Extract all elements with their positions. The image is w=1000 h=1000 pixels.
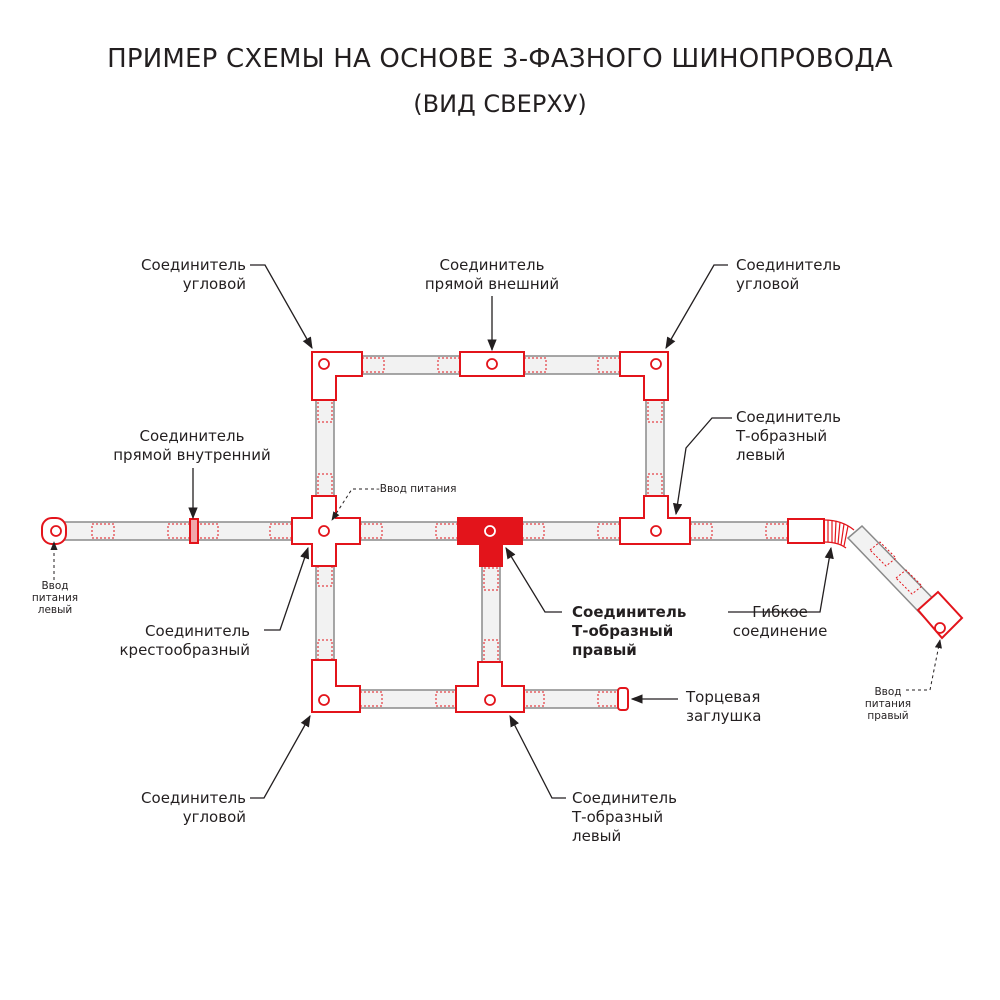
label-line: заглушка: [686, 707, 762, 725]
label-line: Ввод: [41, 580, 69, 592]
label-line: угловой: [182, 275, 246, 293]
label-line: питания: [31, 592, 79, 604]
label-t-left-upper: Соединитель Т-образный левый: [736, 408, 876, 465]
corner-top-left: [311, 351, 363, 401]
connector-screws: [50, 358, 946, 706]
t-right-connector: [457, 517, 523, 567]
flex-start: [787, 518, 825, 544]
label-line: левый: [572, 827, 622, 845]
label-cross: Соединитель крестообразный: [100, 622, 251, 660]
label-corner-bottom-left: Соединитель угловой: [118, 789, 246, 827]
label-line: Соединитель: [736, 408, 841, 426]
label-line: Т-образный: [572, 622, 674, 640]
label-line: правый: [572, 641, 637, 659]
label-corner-top-right: Соединитель угловой: [736, 256, 876, 294]
label-straight-external: Соединитель прямой внешний: [392, 256, 592, 294]
label-line: Торцевая: [686, 688, 761, 706]
label-line: Соединитель: [145, 622, 250, 640]
label-line: Соединитель: [736, 256, 841, 274]
label-line: Гибкое: [752, 603, 808, 621]
label-line: левый: [736, 446, 786, 464]
end-cap: [617, 687, 629, 711]
input-right-end: [916, 590, 964, 640]
label-t-left-lower: Соединитель Т-образный левый: [572, 789, 712, 846]
corner-top-right: [619, 351, 669, 401]
corner-bottom-left: [311, 659, 361, 713]
straight-external: [459, 351, 525, 377]
label-line: Ввод: [874, 686, 902, 698]
label-line: Соединитель: [141, 789, 246, 807]
flexible-joint: [823, 519, 855, 549]
label-power-input-right: Ввод питания правый: [858, 686, 918, 722]
label-line: прямой внутренний: [113, 446, 271, 464]
label-straight-internal: Соединитель прямой внутренний: [92, 427, 292, 465]
label-line: Соединитель: [439, 256, 545, 274]
label-line: прямой внешний: [424, 275, 560, 293]
label-line: питания: [864, 698, 912, 710]
label-power-input: -Ввод питания: [376, 483, 457, 495]
label-flexible: Гибкое соединение: [720, 603, 840, 641]
label-line: левый: [37, 604, 73, 616]
label-t-right: Соединитель Т-образный правый: [572, 603, 702, 660]
diagram-title: ПРИМЕР СХЕМЫ НА ОСНОВЕ 3-ФАЗНОГО ШИНОПРО…: [107, 44, 893, 74]
t-left-lower: [455, 661, 525, 713]
label-line: Т-образный: [572, 808, 664, 826]
label-line: крестообразный: [119, 641, 251, 659]
label-line: Соединитель: [141, 256, 246, 274]
diagram-subtitle: (ВИД СВЕРХУ): [413, 90, 587, 118]
label-line: угловой: [736, 275, 800, 293]
label-line: правый: [867, 710, 909, 722]
label-power-input-left: Ввод питания левый: [30, 580, 80, 616]
label-line: Т-образный: [736, 427, 828, 445]
label-end-cap: Торцевая заглушка: [686, 688, 806, 726]
leader-lines: [188, 264, 834, 799]
straight-internal: [189, 518, 199, 544]
label-line: соединение: [732, 622, 828, 640]
label-line: Соединитель: [572, 603, 687, 621]
t-left-upper: [619, 495, 691, 545]
label-line: Соединитель: [139, 427, 245, 445]
label-corner-top-left: Соединитель угловой: [118, 256, 246, 294]
label-line: Соединитель: [572, 789, 677, 807]
label-line: угловой: [182, 808, 246, 826]
